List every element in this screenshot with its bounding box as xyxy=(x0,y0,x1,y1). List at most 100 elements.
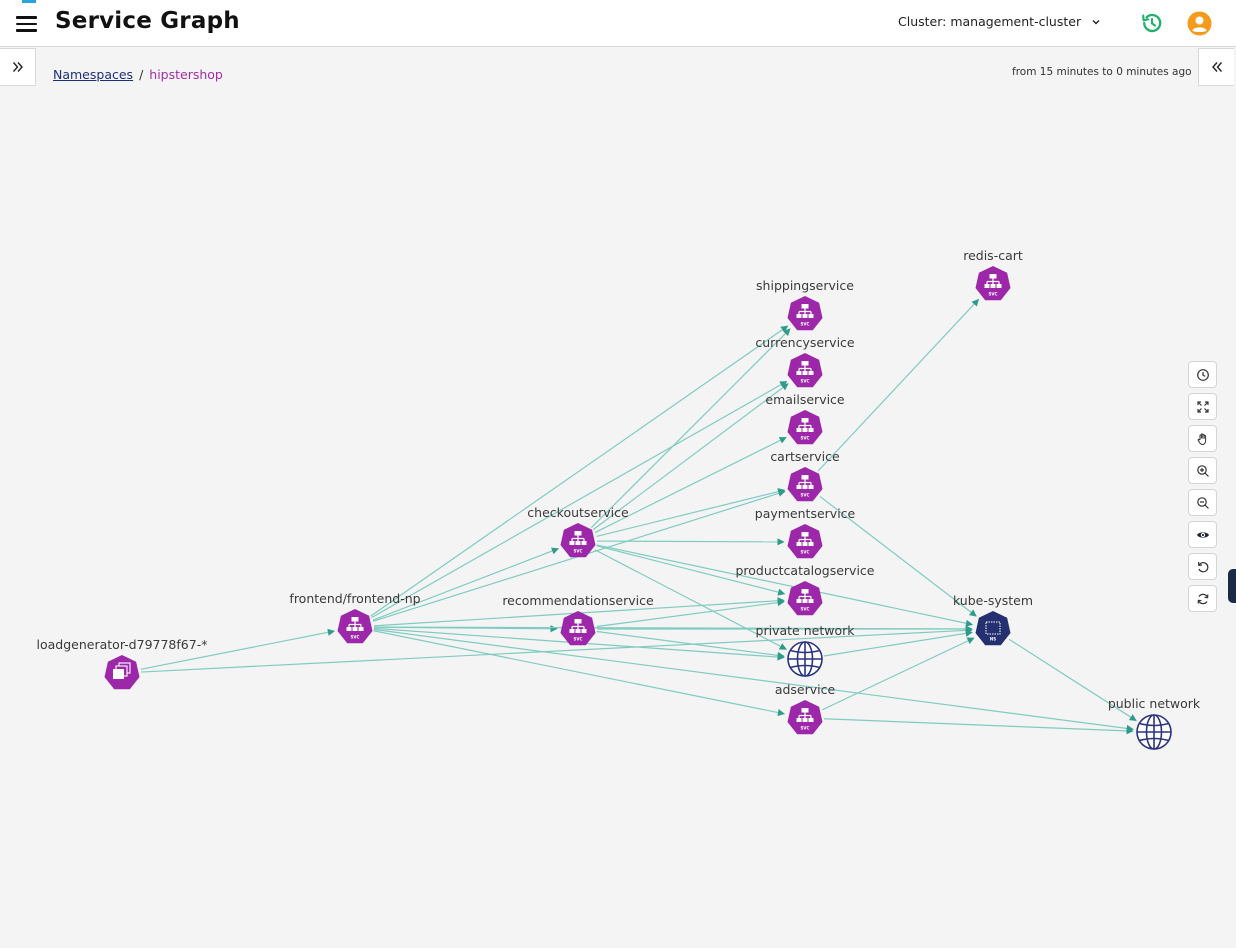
graph-node-publicnetwork[interactable]: public network xyxy=(1108,696,1201,750)
graph-node-emailservice[interactable]: SVC emailservice xyxy=(765,392,845,445)
graph-node-loadgenerator[interactable]: loadgenerator-d79778f67-* xyxy=(37,637,208,690)
graph-toolbar xyxy=(1188,361,1219,612)
time-button[interactable] xyxy=(1188,361,1217,388)
side-drawer-handle[interactable] xyxy=(1228,569,1236,603)
eye-icon xyxy=(1196,531,1209,538)
node-badge: SVC xyxy=(989,292,998,297)
graph-edge[interactable] xyxy=(373,630,786,717)
zoom-in-icon xyxy=(1196,464,1209,477)
graph-edge[interactable] xyxy=(370,325,789,617)
breadcrumb-current: hipstershop xyxy=(149,67,223,82)
node-label: shippingservice xyxy=(756,278,854,293)
node-label: currencyservice xyxy=(755,335,855,350)
user-avatar-icon[interactable] xyxy=(1187,11,1212,36)
double-chevron-left-icon xyxy=(1211,62,1222,72)
graph-edge[interactable] xyxy=(596,599,785,628)
time-range-label: from 15 minutes to 0 minutes ago xyxy=(1012,66,1192,78)
graph-edge[interactable] xyxy=(823,629,973,657)
visibility-button[interactable] xyxy=(1188,521,1217,548)
graph-edge[interactable] xyxy=(373,628,1134,732)
service-graph-canvas[interactable]: loadgenerator-d79778f67-*SVCfrontend/fro… xyxy=(0,86,1236,948)
refresh-button[interactable] xyxy=(1188,585,1217,612)
nodes-layer: loadgenerator-d79778f67-*SVCfrontend/fro… xyxy=(37,248,1201,750)
graph-node-productcatalogservice[interactable]: SVC productcatalogservice xyxy=(735,563,875,616)
node-badge: SVC xyxy=(801,379,810,384)
clock-icon xyxy=(1196,368,1209,381)
graph-node-checkoutservice[interactable]: SVC checkoutservice xyxy=(527,505,629,558)
node-badge: SVC xyxy=(801,726,810,731)
graph-edge[interactable] xyxy=(823,718,1134,735)
node-label: paymentservice xyxy=(755,506,856,521)
graph-node-rediscart[interactable]: SVC redis-cart xyxy=(963,248,1023,301)
graph-edge[interactable] xyxy=(140,628,335,670)
node-label: kube-system xyxy=(953,593,1033,608)
node-badge: SVC xyxy=(801,322,810,327)
graph-edge[interactable] xyxy=(372,547,559,621)
graph-edge[interactable] xyxy=(371,380,788,619)
refresh-icon xyxy=(1197,593,1208,604)
node-label: loadgenerator-d79778f67-* xyxy=(37,637,208,652)
graph-edge[interactable] xyxy=(821,637,975,711)
breadcrumb-separator: / xyxy=(139,67,144,82)
graph-edge[interactable] xyxy=(594,549,787,650)
node-label: frontend/frontend-np xyxy=(289,591,420,606)
pan-hand-icon xyxy=(1197,432,1206,445)
graph-edge[interactable] xyxy=(596,544,974,627)
breadcrumb-namespaces-link[interactable]: Namespaces xyxy=(53,67,134,82)
graph-edge[interactable] xyxy=(819,496,977,617)
graph-edge[interactable] xyxy=(1008,638,1137,722)
node-label: recommendationservice xyxy=(502,593,654,608)
node-badge: SVC xyxy=(801,436,810,441)
graph-edge[interactable] xyxy=(596,488,786,538)
graph-node-shippingservice[interactable]: SVC shippingservice xyxy=(756,278,854,331)
fit-screen-icon xyxy=(1196,400,1209,413)
pan-button[interactable] xyxy=(1188,425,1217,452)
node-label: cartservice xyxy=(770,449,840,464)
cluster-select[interactable]: Cluster: management-cluster xyxy=(898,14,1101,29)
undo-button[interactable] xyxy=(1188,553,1217,580)
graph-edge[interactable] xyxy=(817,298,980,472)
breadcrumb: Namespaces / hipstershop xyxy=(53,67,223,82)
undo-icon xyxy=(1197,561,1208,572)
page-title: Service Graph xyxy=(55,8,240,34)
graph-node-cartservice[interactable]: SVC cartservice xyxy=(770,449,840,502)
menu-icon[interactable] xyxy=(16,13,38,33)
graph-edge[interactable] xyxy=(594,436,787,534)
graph-edge[interactable] xyxy=(592,383,789,531)
node-label: checkoutservice xyxy=(527,505,629,520)
graph-edge[interactable] xyxy=(596,545,786,596)
graph-node-adservice[interactable]: SVC adservice xyxy=(775,682,836,735)
top-bar: Service Graph Cluster: management-cluste… xyxy=(0,0,1236,47)
history-icon[interactable] xyxy=(1140,11,1164,35)
node-label: redis-cart xyxy=(963,248,1023,263)
expand-left-panel-button[interactable] xyxy=(0,48,36,86)
graph-edge[interactable] xyxy=(596,538,785,546)
node-label: private network xyxy=(756,623,856,638)
node-label: productcatalogservice xyxy=(735,563,874,578)
node-badge: SVC xyxy=(801,607,810,612)
expand-right-panel-button[interactable] xyxy=(1198,48,1234,86)
node-badge: SVC xyxy=(801,493,810,498)
graph-node-privatenetwork[interactable]: private network xyxy=(756,623,856,677)
node-label: adservice xyxy=(775,682,836,697)
chevron-down-icon xyxy=(1092,19,1100,24)
graph-edge[interactable] xyxy=(591,328,791,528)
node-label: public network xyxy=(1108,696,1201,711)
graph-edge[interactable] xyxy=(140,626,973,673)
graph-edge[interactable] xyxy=(596,630,785,659)
zoom-in-button[interactable] xyxy=(1188,457,1217,484)
node-label: emailservice xyxy=(765,392,845,407)
namespace-icon xyxy=(975,611,1011,646)
globe-icon xyxy=(1136,714,1172,750)
node-badge: SVC xyxy=(574,549,583,554)
edges-layer xyxy=(140,298,1137,735)
zoom-out-button[interactable] xyxy=(1188,489,1217,516)
accent-strip xyxy=(22,0,36,3)
fit-to-screen-button[interactable] xyxy=(1188,393,1217,420)
graph-node-currencyservice[interactable]: SVC currencyservice xyxy=(755,335,855,388)
double-chevron-right-icon xyxy=(12,62,23,72)
